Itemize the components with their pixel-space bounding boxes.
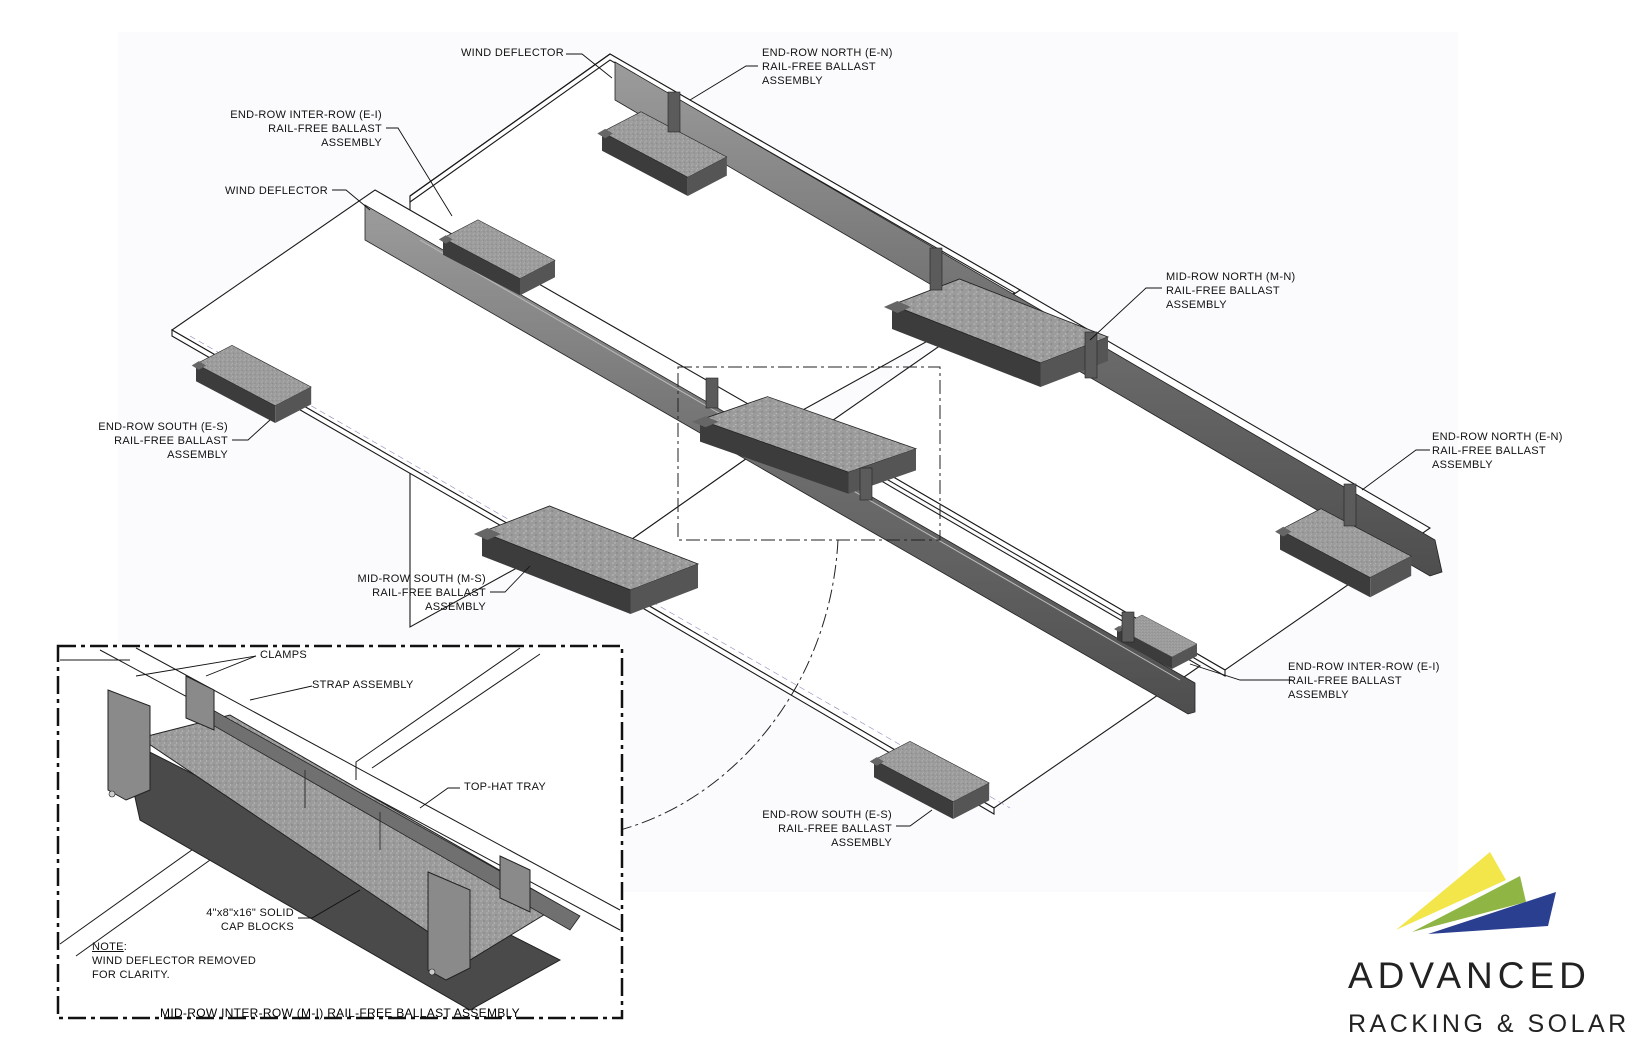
label-ei-right: END-ROW INTER-ROW (E-I)RAIL-FREE BALLAST… [1288,661,1440,701]
label-strap-assembly: STRAP ASSEMBLY [312,679,414,691]
company-logo-mark [1396,852,1556,934]
logo-text-advanced: ADVANCED [1348,955,1591,996]
inset-note: NOTE: WIND DEFLECTOR REMOVED FOR CLARITY… [92,941,257,981]
inset-detail [56,644,624,1020]
leader-lines [135,53,1430,919]
detail-callout [619,366,941,831]
label-wind-deflector-mid: WIND DEFLECTOR [224,185,328,197]
logo-text-racking-solar: RACKING & SOLAR [1348,1010,1630,1038]
clamps-main [667,91,1357,643]
logo-stripe-yellow [1396,852,1506,930]
label-clamps: CLAMPS [260,649,308,661]
label-wind-deflector-top: WIND DEFLECTOR [460,47,564,59]
label-ei-top: END-ROW INTER-ROW (E-I)RAIL-FREE BALLAST… [230,109,382,149]
label-top-hat-tray: TOP-HAT TRAY [464,781,547,793]
logo-stripe-green [1412,876,1526,932]
inset-title: MID-ROW INTER-ROW (M-I) RAIL-FREE BALLAS… [160,1006,520,1020]
logo-stripe-blue [1428,892,1556,934]
